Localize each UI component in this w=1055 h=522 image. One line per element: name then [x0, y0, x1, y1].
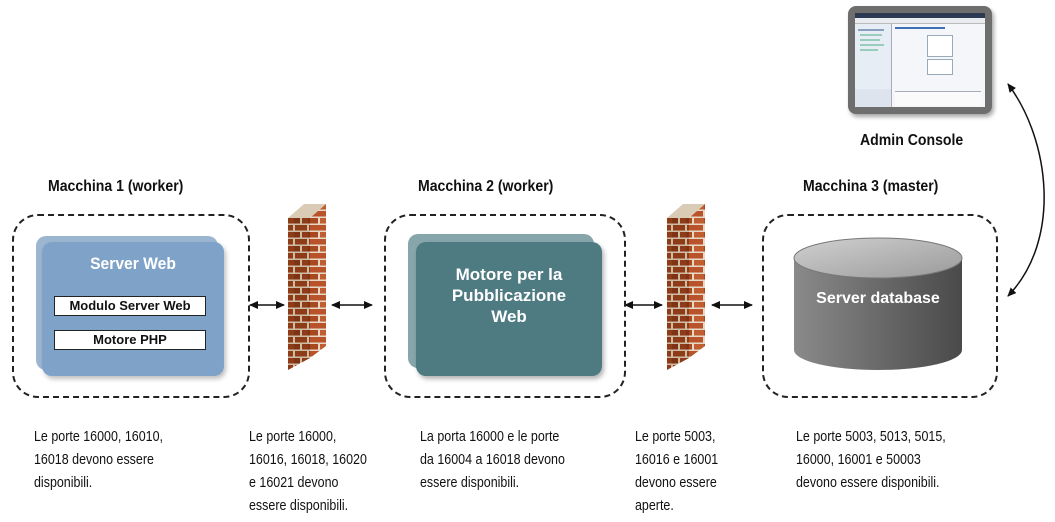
machine-1-caption: Le porte 16000, 16010, 16018 devono esse…	[34, 426, 163, 495]
firewall-2-icon	[667, 204, 705, 370]
machine-2-caption-line: da 16004 a 16018 devono	[420, 452, 565, 468]
web-server-box: Server Web Modulo Server Web Motore PHP	[36, 236, 224, 376]
machine-1-container	[12, 214, 250, 398]
publishing-engine-box: Motore per la Pubblicazione Web	[408, 234, 602, 376]
machine-2-title: Macchina 2 (worker)	[418, 178, 554, 195]
machine-3-caption-line: Le porte 5003, 5013, 5015,	[796, 429, 946, 445]
firewall-1-caption-line: 16016, 16018, 16020	[249, 452, 367, 468]
machine-3-container	[762, 214, 998, 398]
web-server-label: Server Web	[90, 254, 176, 273]
database-cylinder-icon	[793, 237, 963, 370]
machine-3-caption-line: devono essere disponibili.	[796, 475, 940, 491]
php-engine-module: Motore PHP	[54, 330, 206, 350]
firewall-2-caption-line: aperte.	[635, 498, 674, 514]
machine-1-caption-line: 16018 devono essere	[34, 452, 154, 468]
firewall-1-caption: Le porte 16000, 16016, 16018, 16020 e 16…	[249, 426, 367, 518]
publishing-engine-line-2: Pubblicazione	[451, 286, 567, 305]
machine-3-caption-line: 16000, 16001 e 50003	[796, 452, 921, 468]
machine-1-caption-line: disponibili.	[34, 475, 93, 491]
web-server-module: Modulo Server Web	[54, 296, 206, 316]
firewall-1-caption-line: essere disponibili.	[249, 498, 349, 514]
firewall-2-caption-line: devono essere	[635, 475, 717, 491]
machine-2-caption: La porta 16000 e le porte da 16004 a 160…	[420, 426, 565, 495]
machine-1-title: Macchina 1 (worker)	[48, 178, 184, 195]
admin-console-screen-icon	[848, 6, 992, 114]
machine-3-title: Macchina 3 (master)	[803, 178, 939, 195]
machine-1-caption-line: Le porte 16000, 16010,	[34, 429, 163, 445]
firewall-1-icon	[288, 204, 326, 370]
firewall-1-caption-line: Le porte 16000,	[249, 429, 337, 445]
machine-2-container	[384, 214, 626, 398]
firewall-2-caption-line: 16016 e 16001	[635, 452, 719, 468]
arrow-admin-database	[1007, 83, 1045, 297]
database-server-label: Server database	[816, 290, 940, 307]
publishing-engine-label: Motore per la Pubblicazione Web	[416, 264, 602, 327]
machine-2-caption-line: essere disponibili.	[420, 475, 520, 491]
machine-2-caption-line: La porta 16000 e le porte	[420, 429, 560, 445]
admin-console-label: Admin Console	[860, 132, 964, 149]
publishing-engine-line-1: Motore per la	[455, 265, 563, 284]
firewall-2-caption-line: Le porte 5003,	[635, 429, 716, 445]
machine-3-caption: Le porte 5003, 5013, 5015, 16000, 16001 …	[796, 426, 946, 495]
publishing-engine-line-3: Web	[491, 307, 527, 326]
firewall-2-caption: Le porte 5003, 16016 e 16001 devono esse…	[635, 426, 718, 518]
firewall-1-caption-line: e 16021 devono	[249, 475, 339, 491]
